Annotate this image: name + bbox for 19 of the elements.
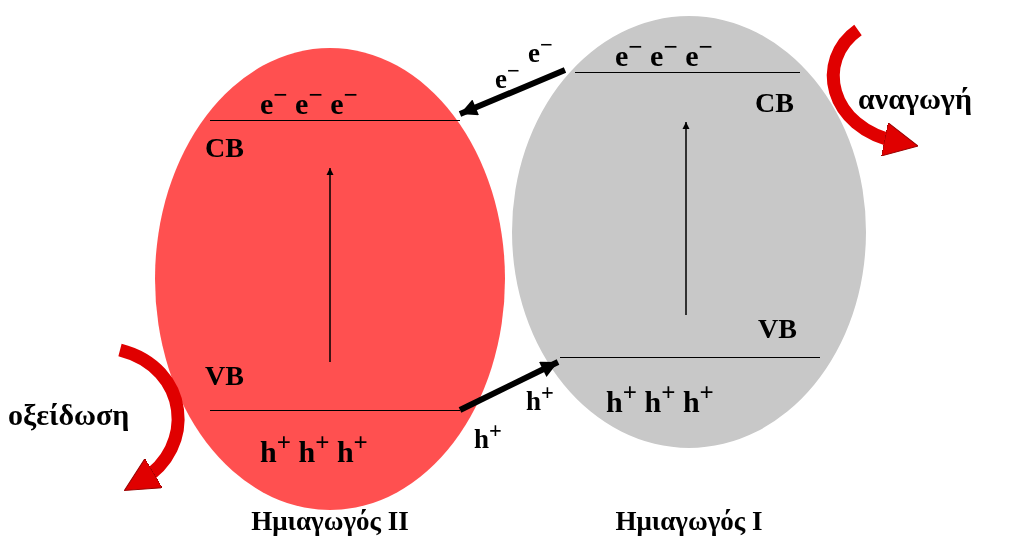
edge-label: e$^{−}$ [495,60,520,93]
edge-label: h$^{+}$ [526,382,554,415]
semiconductor-title: Ημιαγωγός I [615,508,763,535]
band-label: VB [205,362,244,390]
arrow [326,167,334,363]
arrow [682,121,690,316]
reaction-label: οξείδωση [8,400,130,430]
holes-text: h$^{+}$ h$^{+}$ h$^{+}$ [606,380,714,417]
charge-label: h$^{+}$ [474,420,502,453]
band-label: CB [755,89,794,117]
electrons-text: e$^{−}$ e$^{−}$ e$^{−}$ [615,34,713,71]
semiconductor-title: Ημιαγωγός II [251,508,409,535]
band-label: CB [205,134,244,162]
reaction-label: αναγωγή [858,84,972,114]
band-label: VB [758,315,797,343]
electrons-text: e$^{−}$ e$^{−}$ e$^{−}$ [260,82,358,119]
charge-label: e$^{−}$ [528,34,553,67]
holes-text: h$^{+}$ h$^{+}$ h$^{+}$ [260,430,368,467]
arrow [458,67,567,117]
